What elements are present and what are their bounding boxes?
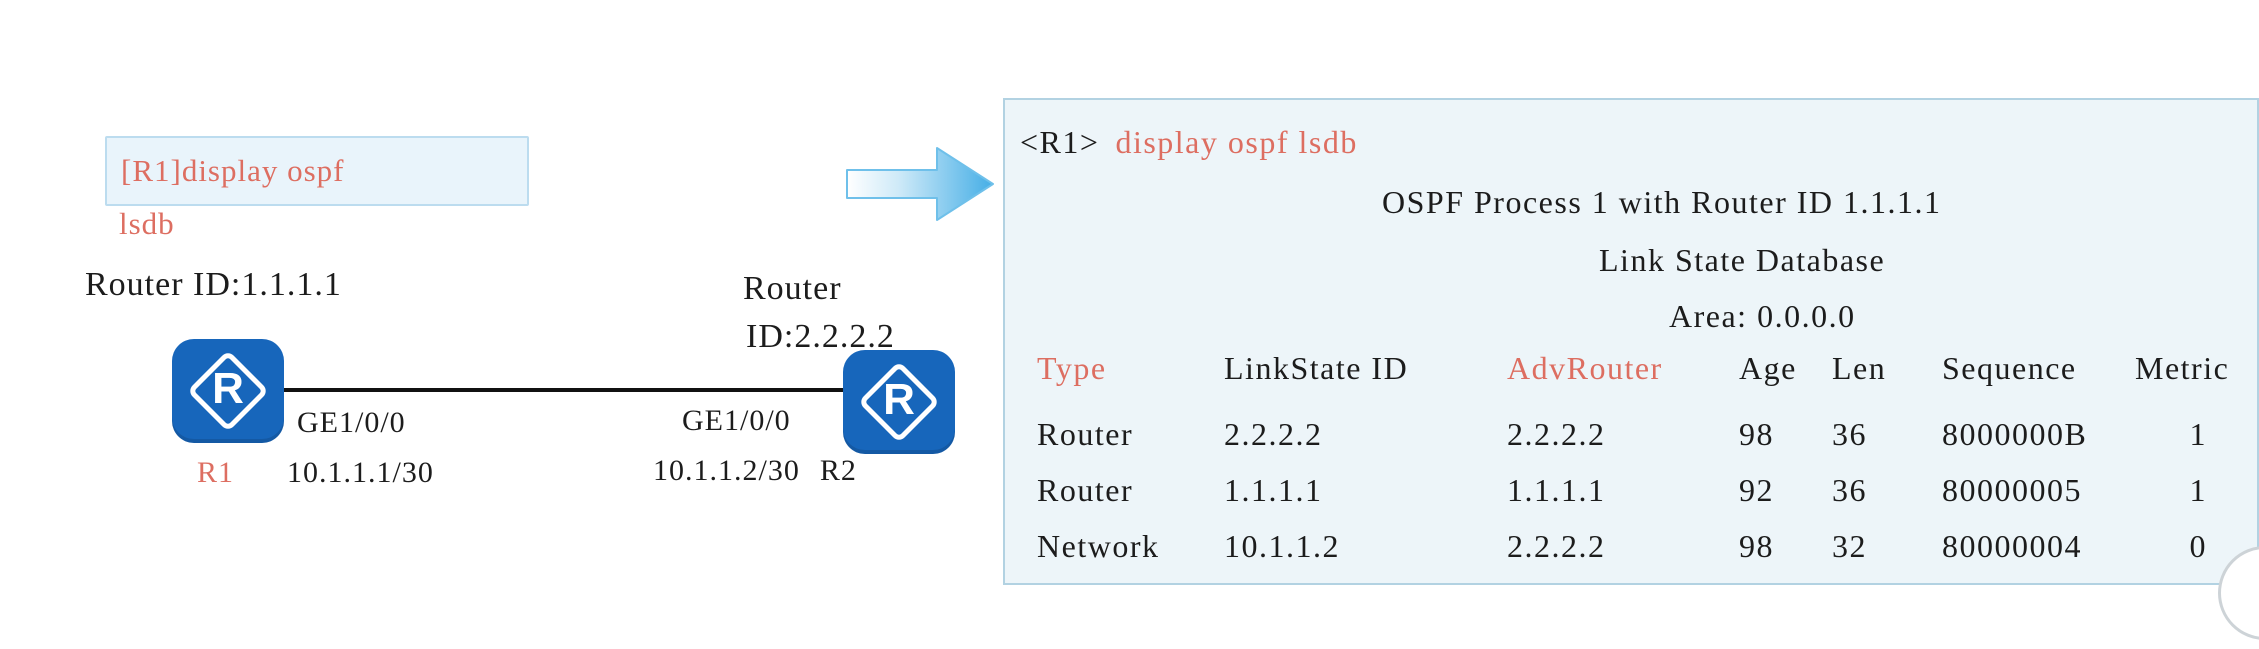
- flow-arrow-icon: [846, 147, 994, 221]
- lsdb-table-body: Router 2.2.2.2 2.2.2.2 98 36 8000000B 1 …: [1005, 406, 2259, 574]
- cli-command-callout-line1: [R1]display ospf: [121, 153, 345, 188]
- cell-age: 98: [1739, 416, 1774, 452]
- cli-command-callout-line2: lsdb: [119, 206, 175, 241]
- cell-advrouter: 2.2.2.2: [1507, 416, 1606, 452]
- terminal-command: display ospf lsdb: [1115, 124, 1358, 160]
- lsdb-table-header: Type LinkState ID AdvRouter Age Len Sequ…: [1005, 340, 2259, 396]
- col-header-len: Len: [1832, 350, 1887, 386]
- r1-ip-label: 10.1.1.1/30: [287, 456, 434, 489]
- cell-sequence: 8000000B: [1942, 416, 2088, 452]
- cell-linkstate-id: 1.1.1.1: [1224, 472, 1323, 508]
- router-icon-letter: R: [883, 375, 915, 425]
- r2-ip-label: 10.1.1.2/30: [653, 454, 800, 487]
- cell-len: 32: [1832, 528, 1867, 564]
- cell-type: Router: [1037, 472, 1134, 508]
- area-line: Area: 0.0.0.0: [1669, 298, 1856, 334]
- cell-age: 98: [1739, 528, 1774, 564]
- cli-command-callout: [R1]display ospf: [105, 136, 529, 206]
- cell-linkstate-id: 10.1.1.2: [1224, 528, 1340, 564]
- cell-type: Network: [1037, 528, 1160, 564]
- link-line: [283, 388, 845, 392]
- r2-router-id-label-line2: ID:2.2.2.2: [746, 318, 895, 355]
- cell-type: Router: [1037, 416, 1134, 452]
- r2-interface-label: GE1/0/0: [682, 404, 791, 437]
- r2-name-label: R2: [819, 454, 857, 487]
- ospf-process-line: OSPF Process 1 with Router ID 1.1.1.1: [1382, 184, 1942, 220]
- router-r2-icon: R: [843, 350, 955, 454]
- col-header-sequence: Sequence: [1942, 350, 2077, 386]
- cell-sequence: 80000004: [1942, 528, 2082, 564]
- cell-len: 36: [1832, 472, 1867, 508]
- r2-router-id-label-line1: Router: [743, 270, 842, 307]
- link-state-database-line: Link State Database: [1599, 242, 1886, 278]
- router-r1-icon: R: [172, 339, 284, 443]
- cell-sequence: 80000005: [1942, 472, 2082, 508]
- col-header-type: Type: [1037, 350, 1107, 386]
- r1-router-id-label: Router ID:1.1.1.1: [85, 266, 342, 303]
- terminal-output-panel: <R1> display ospf lsdb OSPF Process 1 wi…: [1003, 98, 2259, 585]
- col-header-age: Age: [1739, 350, 1797, 386]
- cell-advrouter: 1.1.1.1: [1507, 472, 1606, 508]
- col-header-metric: Metric: [2135, 350, 2230, 386]
- cell-len: 36: [1832, 416, 1867, 452]
- table-row: Router 2.2.2.2 2.2.2.2 98 36 8000000B 1: [1005, 406, 2259, 462]
- table-row: Network 10.1.1.2 2.2.2.2 98 32 80000004 …: [1005, 518, 2259, 574]
- r1-name-label: R1: [197, 456, 235, 489]
- terminal-command-line: <R1> display ospf lsdb: [1020, 124, 1358, 161]
- col-header-linkstate-id: LinkState ID: [1224, 350, 1409, 386]
- r2-ip-name-group: 10.1.1.2/30 R2: [653, 454, 857, 488]
- r1-interface-label: GE1/0/0: [297, 406, 406, 439]
- cell-metric: 0: [2189, 528, 2207, 564]
- col-header-advrouter: AdvRouter: [1507, 350, 1663, 386]
- table-row: Router 1.1.1.1 1.1.1.1 92 36 80000005 1: [1005, 462, 2259, 518]
- cell-metric: 1: [2189, 472, 2207, 508]
- router-icon-letter: R: [212, 364, 244, 414]
- cell-advrouter: 2.2.2.2: [1507, 528, 1606, 564]
- cell-metric: 1: [2189, 416, 2207, 452]
- cell-age: 92: [1739, 472, 1774, 508]
- terminal-prompt: <R1>: [1020, 124, 1100, 160]
- cell-linkstate-id: 2.2.2.2: [1224, 416, 1323, 452]
